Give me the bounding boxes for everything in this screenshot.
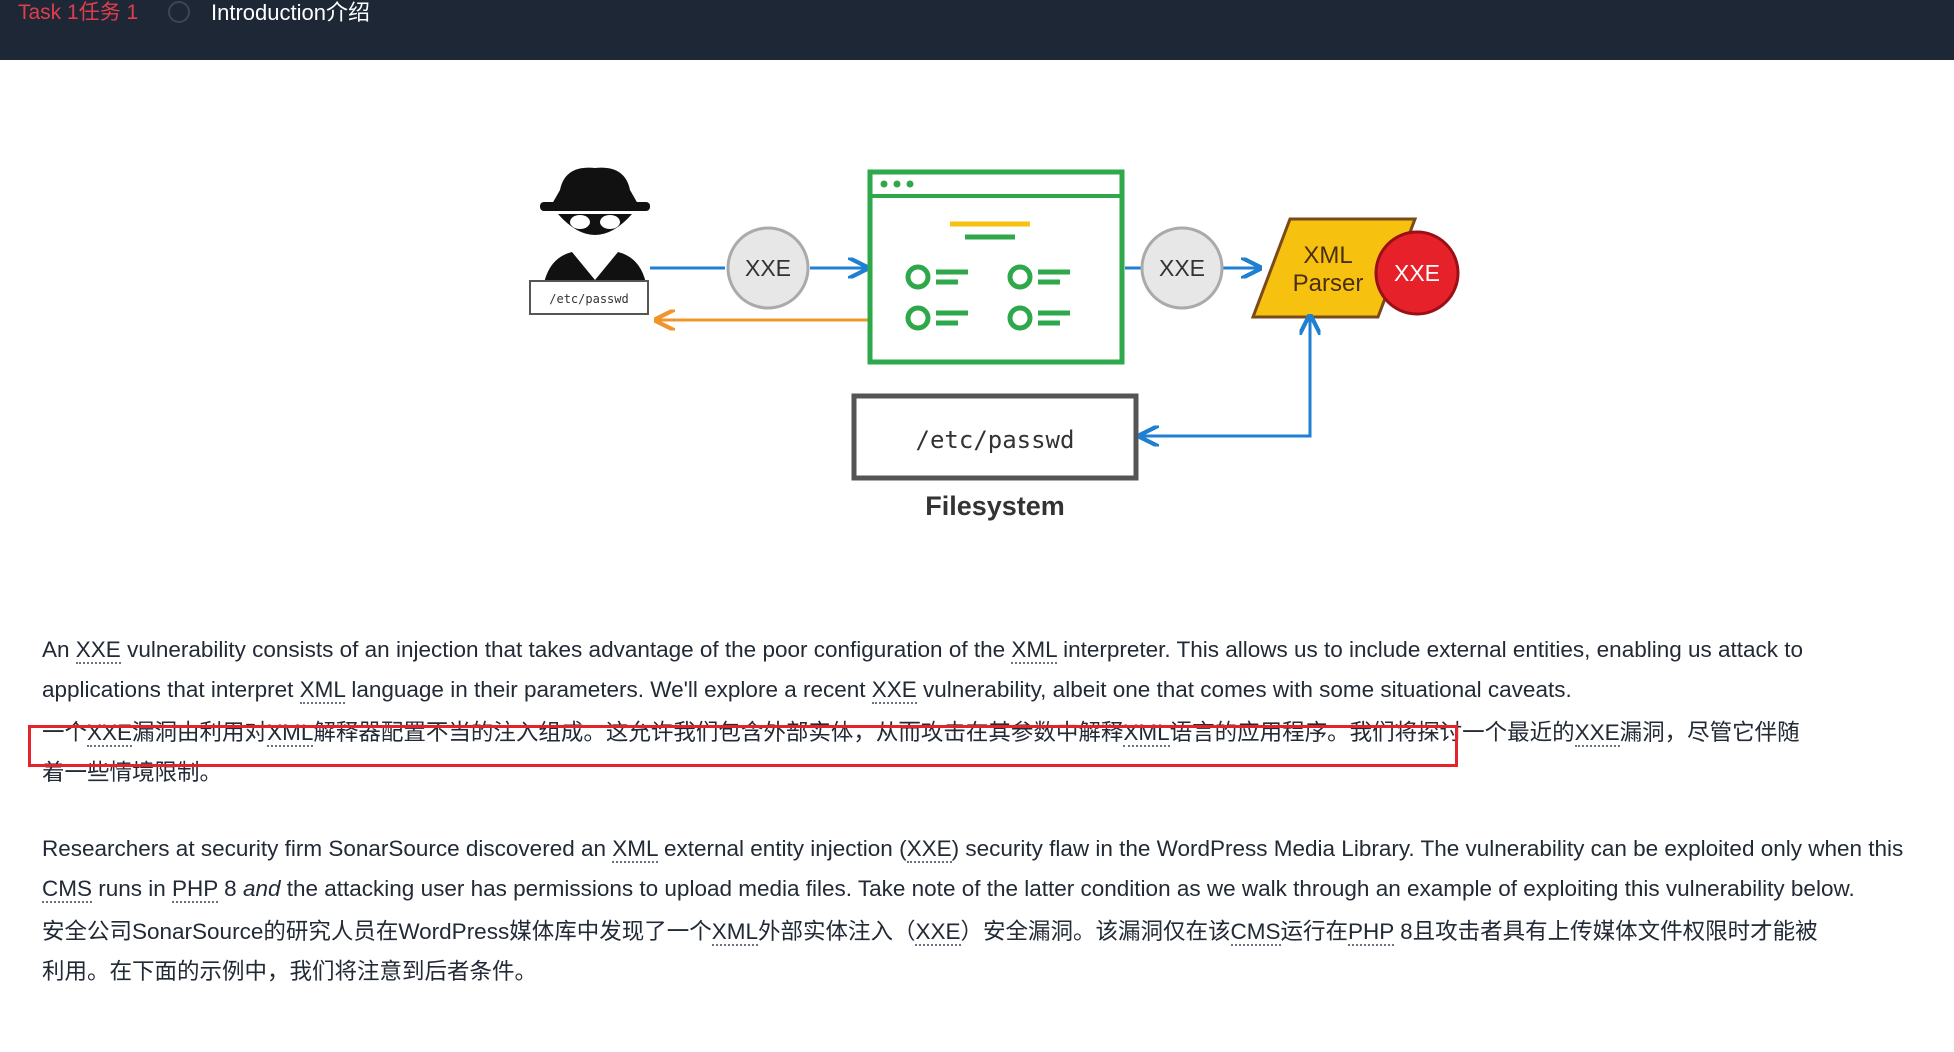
xml-parser-label-line2: Parser: [1293, 270, 1364, 297]
xml-parser-shape: [1250, 217, 1418, 319]
paragraph-zh-2-line-1: 安全公司SonarSource的研究人员在WordPress媒体库中发现了一个X…: [42, 919, 1818, 946]
paragraph-en-2-line-2: CMS runs in PHP 8 and the attacking user…: [42, 876, 1855, 903]
xxe-bubble-2-label: XXE: [1159, 255, 1205, 281]
article-body: An XXE vulnerability consists of an inje…: [42, 630, 1942, 992]
xxe-bubble-1-label: XXE: [745, 255, 791, 281]
paragraph-en-2-line-1: Researchers at security firm SonarSource…: [42, 836, 1904, 863]
paragraph-en-1-line-1: An XXE vulnerability consists of an inje…: [42, 637, 1804, 664]
abbr-php[interactable]: PHP: [172, 876, 218, 903]
abbr-cms[interactable]: CMS: [1230, 919, 1281, 946]
xxe-bubble-1: [726, 226, 810, 310]
filesystem-passwd-text: /etc/passwd: [916, 426, 1075, 454]
abbr-xxe[interactable]: XXE: [906, 836, 952, 863]
abbr-cms[interactable]: CMS: [42, 876, 92, 903]
xxe-attack-diagram: /etc/passwd XXE XXE XML Parser XXE: [529, 167, 1460, 521]
attacker-passwd-box: [529, 280, 649, 315]
abbr-xxe[interactable]: XXE: [1574, 720, 1620, 747]
abbr-xml[interactable]: XML: [711, 919, 758, 946]
abbr-xxe[interactable]: XXE: [871, 677, 917, 704]
abbr-xml[interactable]: XML: [267, 720, 314, 747]
task-title[interactable]: Introduction介绍: [211, 0, 370, 25]
emphasis-and: and: [242, 876, 281, 901]
abbr-xxe[interactable]: XXE: [87, 720, 133, 747]
filesystem-label: Filesystem: [925, 491, 1065, 521]
abbr-xml[interactable]: XML: [1123, 720, 1170, 747]
task-header-bar[interactable]: Task 1任务 1 Introduction介绍: [0, 0, 1954, 60]
xxe-red-badge: [1374, 230, 1460, 316]
filesystem-arrow: [1142, 318, 1310, 436]
filesystem-box: [851, 393, 1139, 481]
attacker-passwd-text: /etc/passwd: [549, 292, 628, 306]
abbr-xml[interactable]: XML: [612, 836, 658, 863]
task-complete-circle-icon[interactable]: [168, 1, 190, 23]
abbr-xml[interactable]: XML: [299, 677, 346, 704]
red-highlight-box: [28, 725, 1458, 767]
xxe-red-badge-label: XXE: [1394, 260, 1440, 286]
abbr-xml[interactable]: XML: [1011, 637, 1057, 664]
paragraph-en-1-line-2: applications that interpret XML language…: [42, 677, 1572, 704]
abbr-xxe[interactable]: XXE: [75, 637, 121, 664]
web-app-window-icon: [867, 169, 1125, 365]
paragraph-zh-2-line-2: 利用。在下面的示例中，我们将注意到后者条件。: [42, 959, 538, 984]
abbr-xxe[interactable]: XXE: [915, 919, 961, 946]
xml-parser-label-line1: XML: [1303, 242, 1352, 269]
abbr-php[interactable]: PHP: [1348, 919, 1394, 946]
paragraph-zh-1-line-1: 一个XXE漏洞由利用对XML解释器配置不当的注入组成。这允许我们包含外部实体，从…: [42, 720, 1800, 747]
task-number-label[interactable]: Task 1任务 1: [18, 1, 139, 24]
xxe-bubble-2: [1140, 226, 1224, 310]
